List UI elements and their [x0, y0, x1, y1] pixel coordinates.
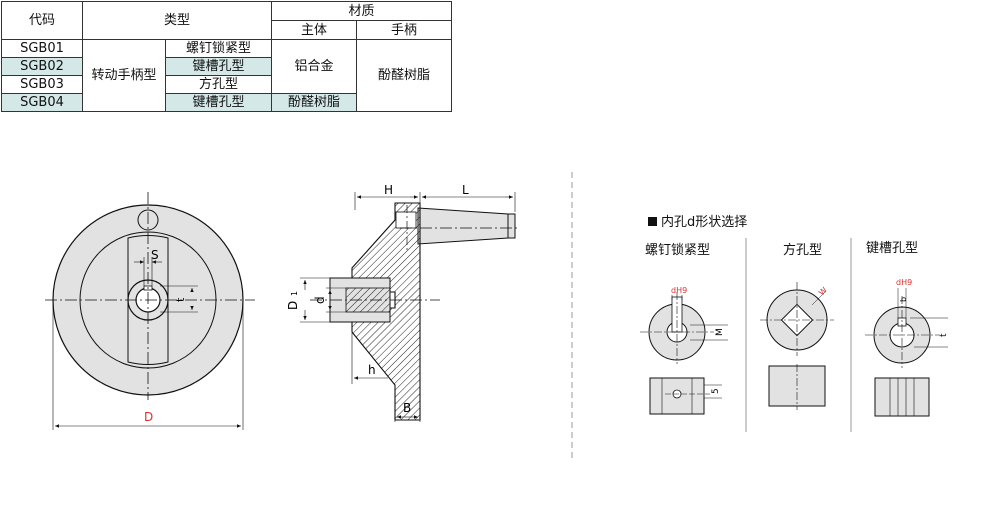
label-dh9: dH9 [671, 286, 687, 295]
dim-label-b: B [403, 401, 411, 415]
label-w: W [817, 285, 829, 297]
dim-label-d-outer: D [144, 410, 153, 424]
square-bullet-icon [648, 217, 657, 226]
row-subtype: 键槽孔型 [165, 57, 272, 76]
dim-label-l: L [462, 183, 469, 197]
label-five: 5 [711, 388, 721, 394]
row-code: SGB04 [1, 93, 83, 112]
dim-label-d1-sub: 1 [290, 291, 299, 296]
row-subtype: 键槽孔型 [165, 93, 272, 112]
header-type: 类型 [82, 1, 272, 40]
type-label-keyway: 键槽孔型 [866, 241, 919, 256]
row-code: SGB02 [1, 57, 83, 76]
dim-label-h: H [384, 183, 393, 197]
label-m: M [715, 328, 725, 336]
type-main: 转动手柄型 [82, 39, 166, 112]
header-handle: 手柄 [356, 20, 452, 40]
dim-label-h-small: h [368, 363, 376, 377]
bore-square [760, 282, 834, 410]
bore-screw-lock [640, 292, 728, 415]
label-dh9-keyway: dH9 [896, 278, 912, 287]
bore-selection-title: 内孔d形状选择 [648, 211, 747, 230]
header-code: 代码 [1, 1, 83, 40]
dim-label-d1: D [286, 301, 300, 310]
row-code: SGB03 [1, 75, 83, 94]
body-material: 酚醛树脂 [271, 93, 357, 112]
body-material: 铝合金 [271, 39, 357, 94]
label-t-keyway: t [939, 333, 949, 337]
handle-material: 酚醛树脂 [356, 39, 452, 112]
type-label-screw-lock: 螺钉锁紧型 [645, 243, 711, 258]
row-subtype: 螺钉锁紧型 [165, 39, 272, 58]
type-label-square: 方孔型 [783, 243, 823, 258]
bore-keyway [865, 288, 948, 417]
dim-label-d: d [313, 296, 327, 304]
label-b-keyway: b [899, 297, 908, 302]
dim-label-s: S [151, 248, 159, 262]
side-view [300, 192, 520, 422]
spec-table: 代码 类型 材质 主体 手柄 SGB01 转动手柄型 螺钉锁紧型 铝合金 酚醛树… [1, 1, 452, 112]
front-view [45, 192, 255, 430]
dim-label-t: t [174, 297, 187, 302]
